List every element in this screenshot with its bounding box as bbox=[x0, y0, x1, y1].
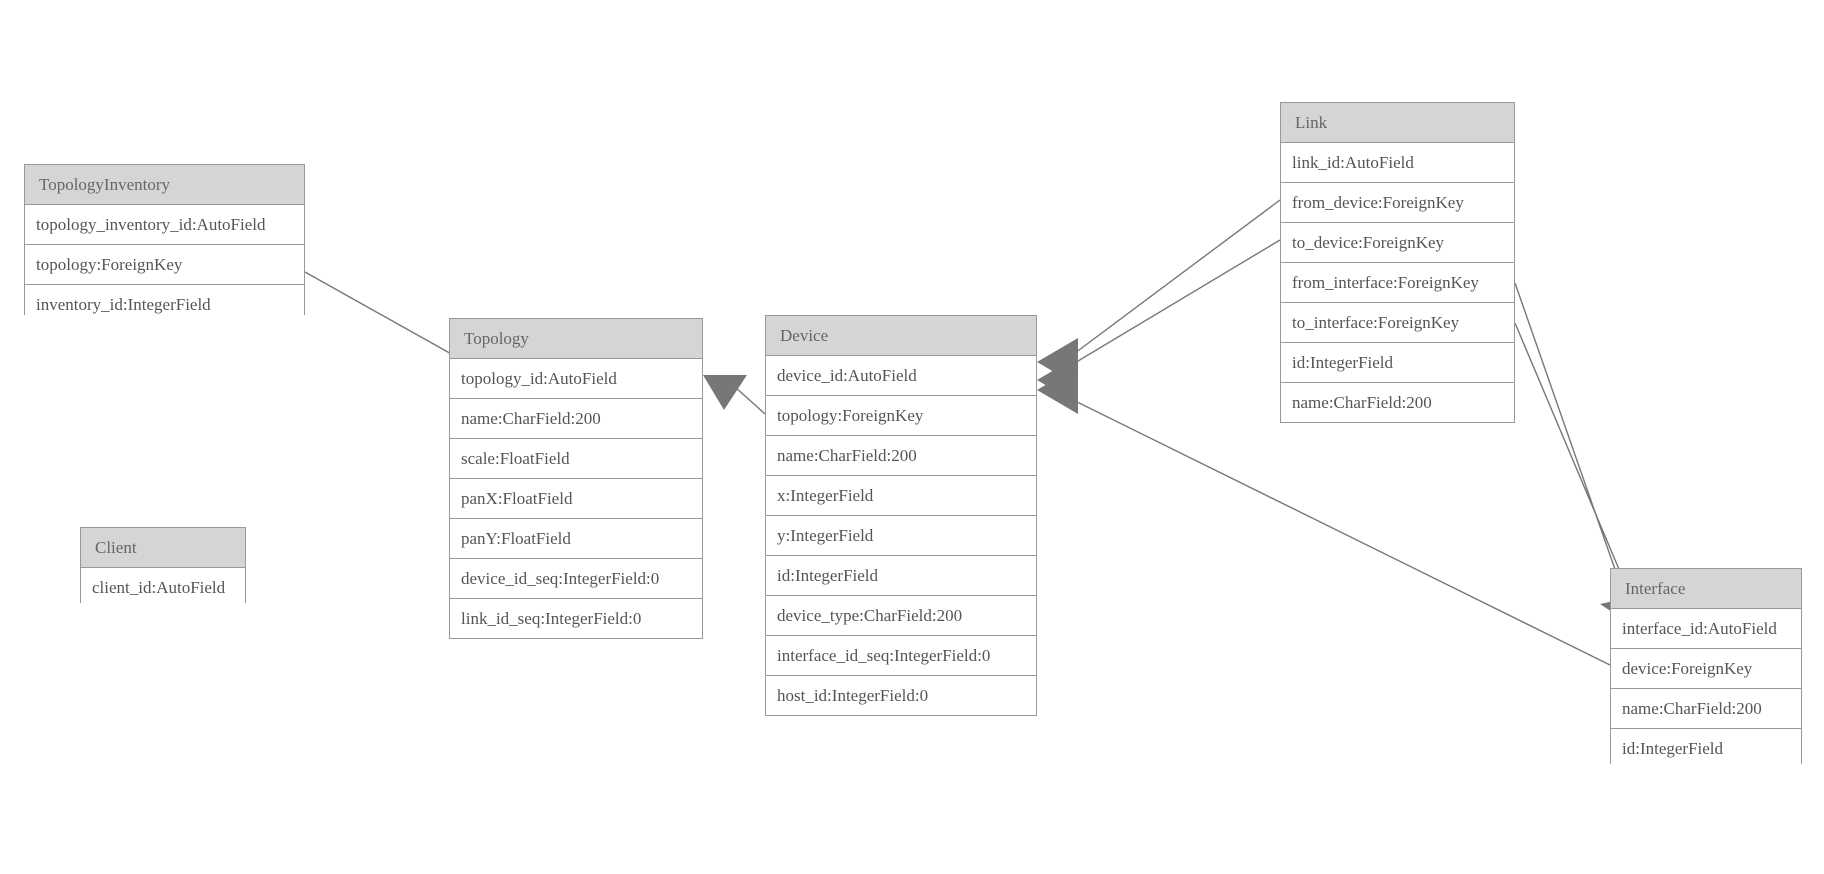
entity-title-link: Link bbox=[1281, 103, 1514, 143]
entity-field: name:CharField:200 bbox=[450, 399, 702, 439]
entity-title-device: Device bbox=[766, 316, 1036, 356]
entity-field: interface_id:AutoField bbox=[1611, 609, 1801, 649]
entity-field: link_id:AutoField bbox=[1281, 143, 1514, 183]
relation-line-device-topology bbox=[723, 376, 766, 415]
entity-field: device_type:CharField:200 bbox=[766, 596, 1036, 636]
entity-field: topology_id:AutoField bbox=[450, 359, 702, 399]
entity-field: name:CharField:200 bbox=[1611, 689, 1801, 729]
entity-field: client_id:AutoField bbox=[81, 568, 245, 607]
entity-title-interface: Interface bbox=[1611, 569, 1801, 609]
entity-field: id:IntegerField bbox=[766, 556, 1036, 596]
entity-field: y:IntegerField bbox=[766, 516, 1036, 556]
entity-field: device_id_seq:IntegerField:0 bbox=[450, 559, 702, 599]
entity-field: scale:FloatField bbox=[450, 439, 702, 479]
entity-field: from_device:ForeignKey bbox=[1281, 183, 1514, 223]
entity-field: id:IntegerField bbox=[1281, 343, 1514, 383]
relation-line-interface-device bbox=[1062, 394, 1611, 666]
relation-line-link-from-device bbox=[1062, 199, 1281, 363]
entity-field: topology:ForeignKey bbox=[25, 245, 304, 285]
entity-field: device:ForeignKey bbox=[1611, 649, 1801, 689]
entity-field: topology:ForeignKey bbox=[766, 396, 1036, 436]
entity-title-topology: Topology bbox=[450, 319, 702, 359]
entity-field: x:IntegerField bbox=[766, 476, 1036, 516]
entity-field: inventory_id:IntegerField bbox=[25, 285, 304, 324]
entity-field: link_id_seq:IntegerField:0 bbox=[450, 599, 702, 638]
relation-line-link-from-interface bbox=[1514, 282, 1626, 599]
relation-arrowhead-device-topology bbox=[703, 375, 747, 410]
relation-arrowhead-interface-device bbox=[1037, 366, 1078, 414]
relation-arrowhead-link-to-device bbox=[1037, 356, 1078, 404]
entity-field: panX:FloatField bbox=[450, 479, 702, 519]
entity-field: device_id:AutoField bbox=[766, 356, 1036, 396]
entity-title-client: Client bbox=[81, 528, 245, 568]
entity-field: interface_id_seq:IntegerField:0 bbox=[766, 636, 1036, 676]
entity-field: host_id:IntegerField:0 bbox=[766, 676, 1036, 715]
entity-field: name:CharField:200 bbox=[766, 436, 1036, 476]
relation-line-link-to-device bbox=[1062, 239, 1281, 371]
entity-field: to_interface:ForeignKey bbox=[1281, 303, 1514, 343]
entity-field: from_interface:ForeignKey bbox=[1281, 263, 1514, 303]
relation-line-link-to-interface bbox=[1514, 322, 1633, 601]
entity-field: id:IntegerField bbox=[1611, 729, 1801, 768]
entity-field: topology_inventory_id:AutoField bbox=[25, 205, 304, 245]
entity-title-topologyinventory: TopologyInventory bbox=[25, 165, 304, 205]
entity-field: panY:FloatField bbox=[450, 519, 702, 559]
entity-field: name:CharField:200 bbox=[1281, 383, 1514, 422]
entity-field: to_device:ForeignKey bbox=[1281, 223, 1514, 263]
relation-arrowhead-link-from-device bbox=[1037, 338, 1078, 386]
